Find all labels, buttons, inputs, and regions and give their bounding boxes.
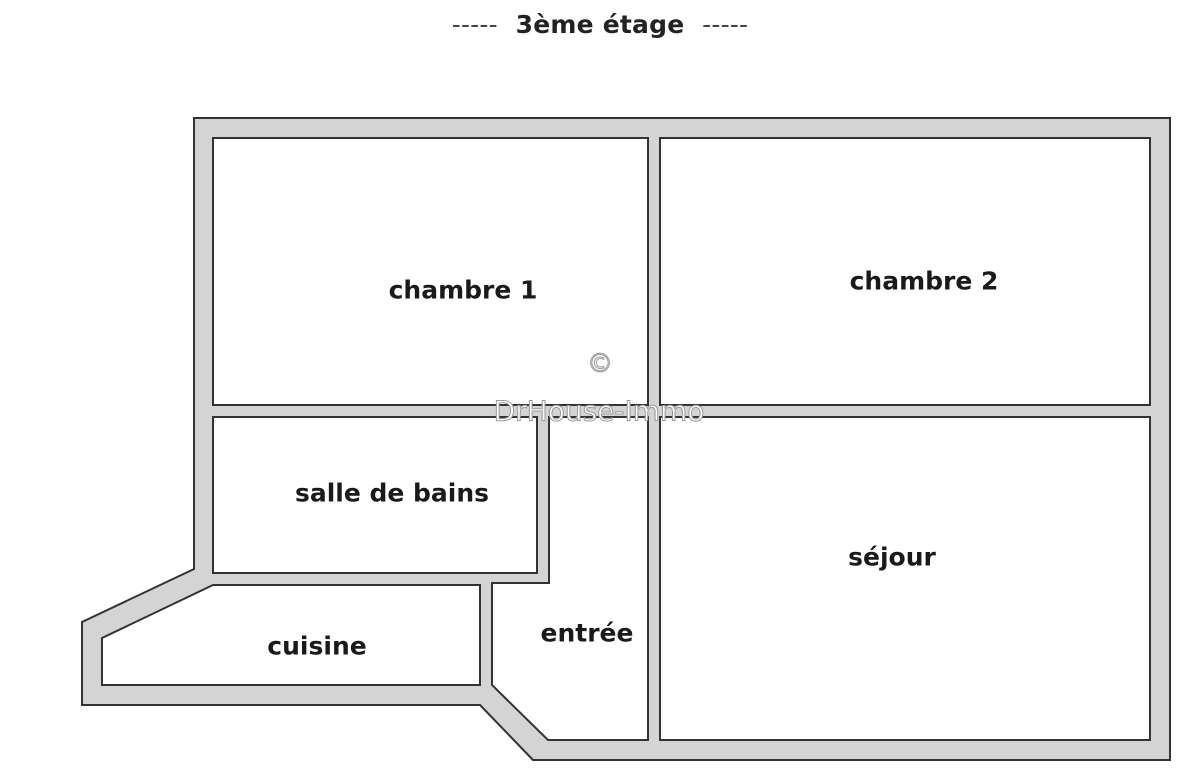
- room-sejour: [659, 416, 1151, 741]
- floor-title: ----- 3ème étage -----: [0, 10, 1200, 39]
- room-entree: [491, 416, 649, 741]
- label-entree: entrée: [540, 618, 634, 648]
- room-chambre-1: [212, 137, 649, 406]
- label-chambre-1: chambre 1: [388, 275, 538, 305]
- watermark-text: DrHouse-Immo: [493, 394, 705, 428]
- room-salle-de-bains: [212, 416, 538, 574]
- room-chambre-2: [659, 137, 1151, 406]
- title-dash-right: -----: [702, 10, 749, 39]
- label-chambre-2: chambre 2: [849, 266, 999, 296]
- title-text: 3ème étage: [515, 10, 685, 39]
- title-dash-left: -----: [451, 10, 498, 39]
- watermark-copyright-icon: ©: [587, 349, 614, 380]
- label-salle-de-bains: salle de bains: [294, 478, 490, 508]
- label-sejour: séjour: [848, 542, 936, 572]
- room-cuisine: [101, 584, 481, 686]
- label-cuisine: cuisine: [267, 631, 367, 661]
